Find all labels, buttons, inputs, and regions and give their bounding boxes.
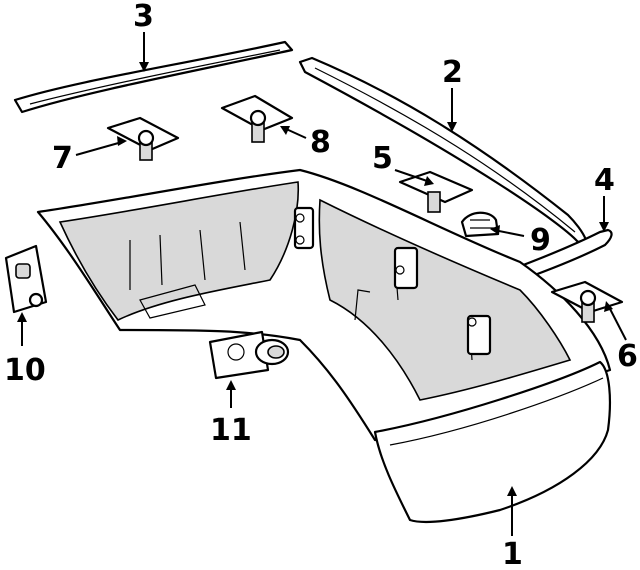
callout-1: 1 xyxy=(502,537,523,570)
part-8-retainer xyxy=(220,94,294,143)
part-9-grommet xyxy=(460,211,500,238)
part-3-molding-strip xyxy=(13,40,294,114)
part-2-upper-strip xyxy=(298,56,588,244)
callout-8: 8 xyxy=(310,125,331,160)
part-1-bumper-cover xyxy=(36,168,612,524)
leader-lines xyxy=(17,32,627,536)
part-5-bracket xyxy=(398,170,474,213)
callout-3: 3 xyxy=(133,0,154,34)
part-6-retainer xyxy=(550,280,624,323)
callout-6: 6 xyxy=(617,339,638,374)
callout-2: 2 xyxy=(442,55,463,90)
callout-7: 7 xyxy=(52,141,73,176)
callout-11: 11 xyxy=(210,413,252,448)
callout-4: 4 xyxy=(594,163,615,198)
part-10-side-bracket xyxy=(4,244,48,314)
part-11-sensor xyxy=(208,330,290,380)
callout-9: 9 xyxy=(530,223,551,258)
part-7-retainer xyxy=(106,116,180,161)
callout-10: 10 xyxy=(4,353,46,388)
callout-5: 5 xyxy=(372,141,393,176)
